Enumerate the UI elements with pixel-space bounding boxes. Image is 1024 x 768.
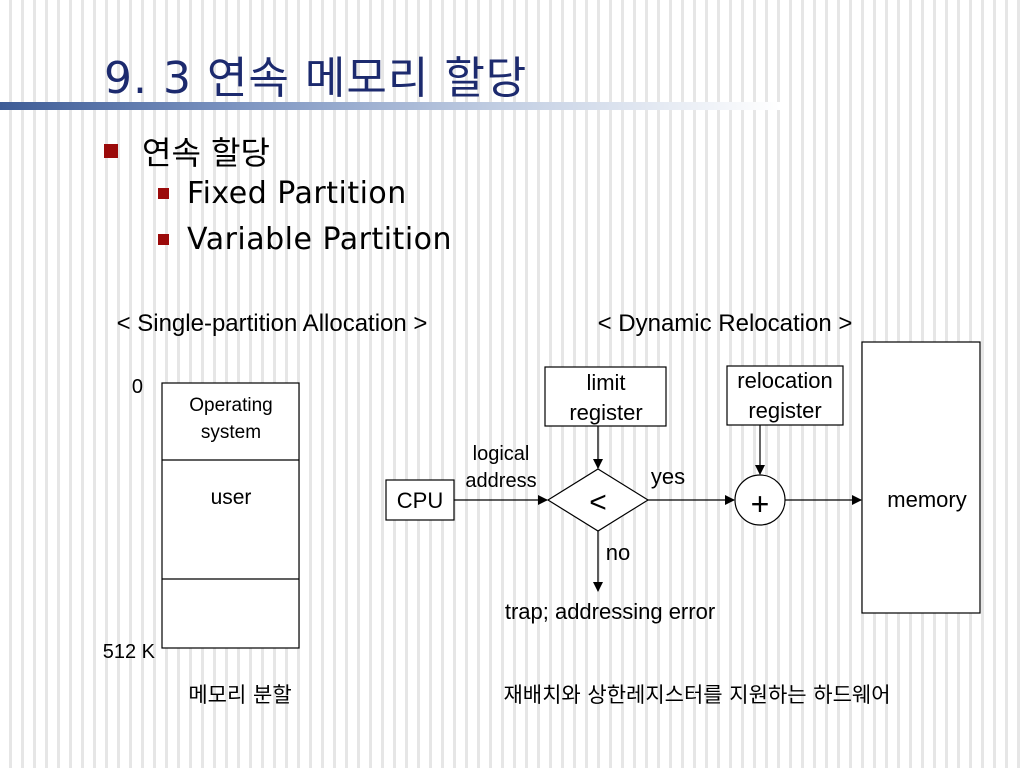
os-region-label-line2: system [201, 422, 261, 443]
os-region-label-line1: Operating [189, 395, 272, 416]
adder-symbol: + [751, 486, 770, 522]
relocation-register-box [726, 365, 844, 426]
bullet-text: 연속 할당 [142, 134, 270, 172]
memory-partition-box [161, 382, 300, 649]
left-caption: 메모리 분할 [188, 683, 291, 707]
title-underline-bar [0, 102, 780, 110]
limit-register-box [544, 366, 667, 427]
user-region-label: user [211, 486, 252, 509]
trap-label: trap; addressing error [505, 599, 715, 624]
limit-register-label-line1: limit [586, 370, 625, 395]
cpu-label: CPU [397, 488, 443, 513]
relocation-register-label-line1: relocation [737, 368, 832, 393]
single-partition-heading: < Single-partition Allocation > [117, 310, 428, 337]
logical-address-label-line2: address [465, 470, 536, 492]
square-bullet-icon [158, 188, 169, 199]
limit-register-label-line2: register [569, 400, 642, 425]
sub-bullet-text: Variable Partition [187, 222, 453, 257]
no-label: no [606, 540, 630, 565]
right-caption: 재배치와 상한레지스터를 지원하는 하드웨어 [503, 683, 890, 707]
memory-label: memory [887, 487, 966, 512]
address-zero-label: 0 [132, 376, 143, 398]
square-bullet-icon [104, 144, 118, 158]
bullet-continuous-allocation: 연속 할당 [104, 128, 270, 174]
address-512k-label: 512 K [103, 641, 156, 663]
sub-bullet-fixed-partition: Fixed Partition [158, 176, 407, 211]
relocation-register-label-line2: register [748, 398, 821, 423]
cpu-box [385, 479, 455, 521]
logical-address-label-line1: logical [473, 443, 530, 465]
memory-box [861, 341, 981, 614]
square-bullet-icon [158, 234, 169, 245]
sub-bullet-text: Fixed Partition [187, 176, 407, 211]
compare-symbol: < [589, 486, 607, 519]
sub-bullet-variable-partition: Variable Partition [158, 222, 452, 257]
dynamic-relocation-heading: < Dynamic Relocation > [598, 310, 853, 337]
yes-label: yes [651, 464, 685, 489]
slide-title: 9. 3 연속 메모리 할당 [104, 53, 528, 104]
